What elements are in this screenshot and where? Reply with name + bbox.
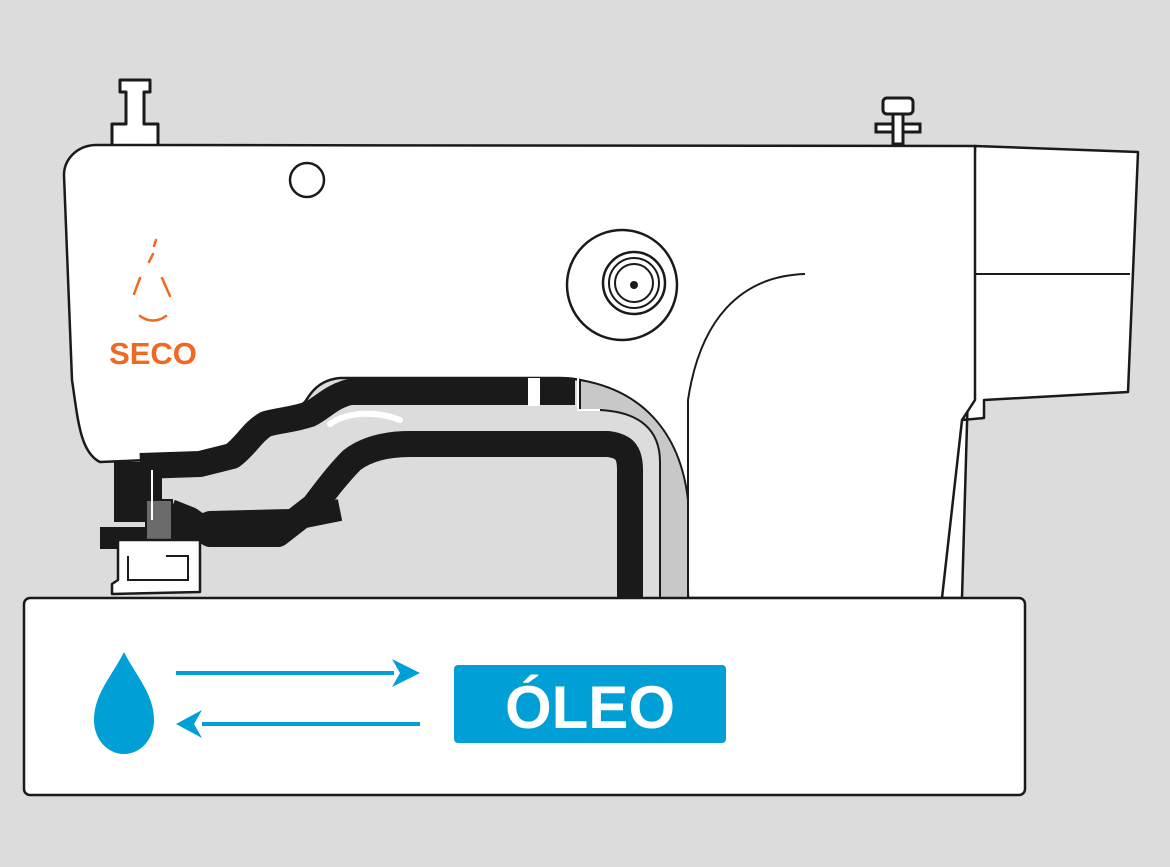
oil-badge	[454, 665, 726, 743]
needle-assembly	[110, 462, 202, 596]
top-hole	[288, 161, 326, 199]
arm-curve	[687, 273, 806, 598]
arm-arch-gap	[579, 378, 689, 599]
dry-label: SECO	[109, 336, 197, 371]
tension-dial	[565, 228, 679, 342]
oil-label: ÓLEO	[505, 674, 675, 741]
thread-guide-right	[874, 96, 922, 146]
presser-foot	[110, 538, 202, 596]
filled-drop-icon	[94, 652, 154, 754]
spool-pin-left	[110, 78, 160, 148]
double-arrow-icon	[176, 659, 420, 738]
dashed-drop-icon	[132, 238, 172, 322]
